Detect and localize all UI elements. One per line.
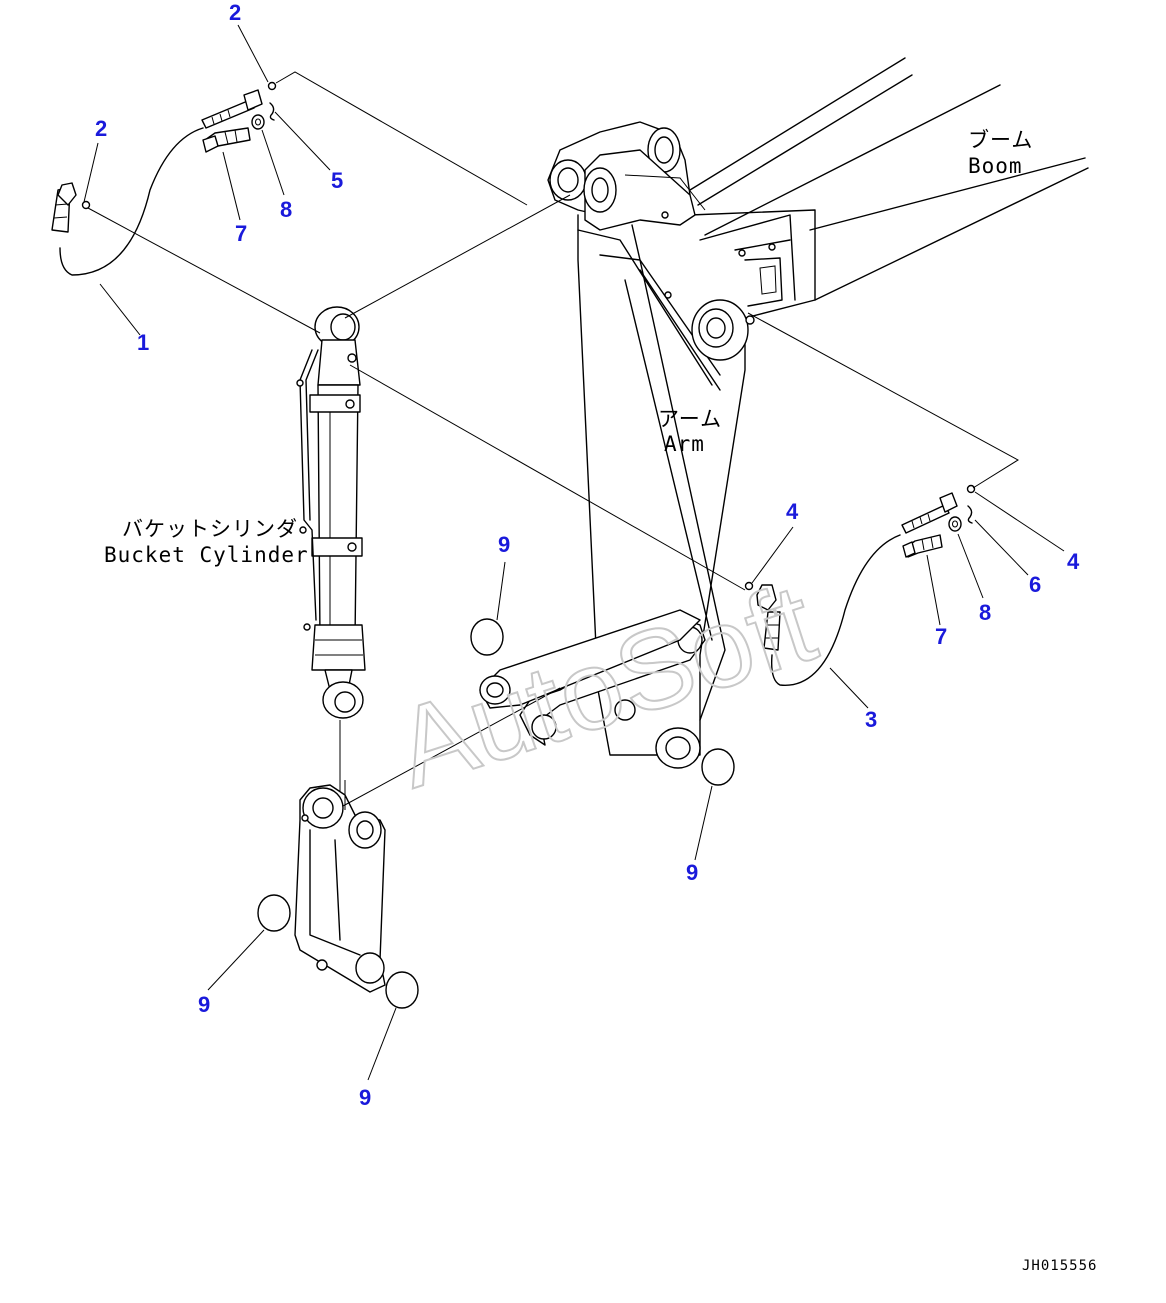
callout-9-lower-left: 9	[198, 992, 210, 1017]
callout-8-left: 8	[280, 197, 292, 222]
arm-structure	[479, 121, 755, 769]
callout-7-left: 7	[235, 221, 247, 246]
callout-2-left: 2	[95, 116, 107, 141]
callout-1: 1	[137, 330, 149, 355]
callout-3: 3	[865, 707, 877, 732]
boom-structure	[689, 57, 1089, 319]
label-cylinder-jp: バケットシリンダ	[122, 517, 298, 541]
tube-assembly-right	[744, 484, 976, 686]
label-boom-en: Boom	[968, 154, 1023, 178]
bucket-cylinder	[296, 306, 366, 719]
label-boom-jp: ブーム	[968, 128, 1033, 152]
callout-9-bottom: 9	[359, 1085, 371, 1110]
tube-assembly-left	[51, 81, 277, 276]
label-cylinder-en: Bucket Cylinder	[104, 543, 309, 567]
callout-2-top: 2	[229, 0, 241, 25]
o-ring-9a	[470, 618, 504, 656]
label-arm-en: Arm	[664, 432, 705, 456]
label-arm-jp: アーム	[658, 407, 722, 431]
o-rings	[257, 618, 735, 1009]
o-ring-9d	[385, 971, 419, 1009]
o-ring-9b	[701, 748, 735, 786]
callout-5: 5	[331, 168, 343, 193]
callout-4-left: 4	[786, 499, 799, 524]
callout-9-center: 9	[498, 532, 510, 557]
watermark-text: AutoSoft	[381, 560, 828, 812]
callout-8-right: 8	[979, 600, 991, 625]
callout-4-right: 4	[1067, 549, 1080, 574]
callout-9-right: 9	[686, 860, 698, 885]
callout-7-right: 7	[935, 624, 947, 649]
callout-6: 6	[1029, 572, 1041, 597]
bucket-link	[294, 780, 386, 993]
drawing-code: JH015556	[1022, 1258, 1097, 1274]
leader-lines	[83, 24, 1065, 1081]
o-ring-9c	[257, 894, 291, 932]
